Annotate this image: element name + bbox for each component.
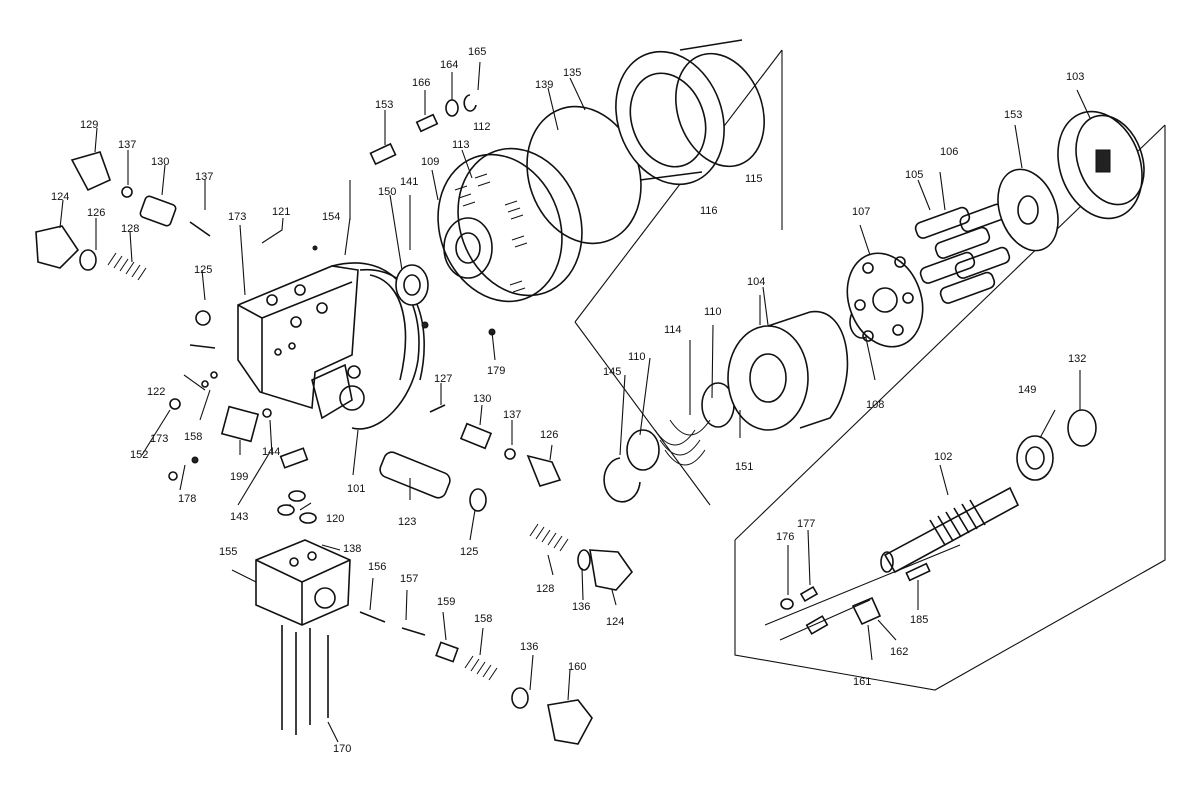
label-137b: 137 (195, 171, 213, 183)
label-124b: 124 (606, 616, 624, 628)
label-105: 105 (905, 169, 923, 181)
label-103: 103 (1066, 71, 1084, 83)
label-128b: 128 (536, 583, 554, 595)
label-144: 144 (262, 446, 280, 458)
label-150: 150 (378, 186, 396, 198)
label-165: 165 (468, 46, 486, 58)
small-fittings-top (312, 94, 477, 251)
label-151: 151 (735, 461, 753, 473)
label-107: 107 (852, 206, 870, 218)
label-123: 123 (398, 516, 416, 528)
flange-disk (437, 147, 583, 303)
label-126b: 126 (540, 429, 558, 441)
label-154: 154 (322, 211, 340, 223)
label-161: 161 (853, 676, 871, 688)
label-101: 101 (347, 483, 365, 495)
label-157: 157 (400, 573, 418, 585)
label-179: 179 (487, 365, 505, 377)
label-110b: 110 (704, 306, 722, 318)
left-valve-parts (35, 151, 309, 481)
label-132: 132 (1068, 353, 1086, 365)
label-106: 106 (940, 146, 958, 158)
label-102: 102 (934, 451, 952, 463)
label-127: 127 (434, 373, 452, 385)
label-112: 112 (473, 121, 491, 133)
label-166: 166 (412, 77, 430, 89)
brake-housing (615, 39, 765, 186)
label-129: 129 (80, 119, 98, 131)
label-104: 104 (747, 276, 765, 288)
bearing-150 (395, 264, 429, 306)
label-125b: 125 (460, 546, 478, 558)
label-162: 162 (890, 646, 908, 658)
label-109: 109 (421, 156, 439, 168)
label-173a: 173 (228, 211, 246, 223)
label-120: 120 (326, 513, 344, 525)
label-124a: 124 (51, 191, 69, 203)
label-173b: 173 (150, 433, 168, 445)
label-130a: 130 (151, 156, 169, 168)
label-159: 159 (437, 596, 455, 608)
label-126a: 126 (87, 207, 105, 219)
label-149: 149 (1018, 384, 1036, 396)
label-145: 145 (603, 366, 621, 378)
part-labels: 101 102 103 104 105 106 107 108 109 110 … (51, 46, 1086, 755)
valve-plate-group (846, 252, 924, 348)
label-114: 114 (664, 324, 682, 336)
label-153b: 153 (1004, 109, 1022, 121)
label-137a: 137 (118, 139, 136, 151)
label-108: 108 (866, 399, 884, 411)
label-199: 199 (230, 471, 248, 483)
label-141: 141 (400, 176, 418, 188)
label-135: 135 (563, 67, 581, 79)
label-176: 176 (776, 531, 794, 543)
label-138: 138 (343, 543, 361, 555)
right-valve-parts (429, 328, 562, 487)
label-115: 115 (745, 173, 763, 185)
shaft-group (764, 409, 1097, 641)
label-178: 178 (178, 493, 196, 505)
label-116: 116 (700, 205, 718, 217)
end-cover (1057, 110, 1145, 220)
label-158b: 158 (474, 613, 492, 625)
label-139: 139 (535, 79, 553, 91)
label-125a: 125 (194, 264, 212, 276)
label-185: 185 (910, 614, 928, 626)
label-170: 170 (333, 743, 351, 755)
label-177: 177 (797, 518, 815, 530)
label-156: 156 (368, 561, 386, 573)
label-143: 143 (230, 511, 248, 523)
label-137c: 137 (503, 409, 521, 421)
valve-body-assembly (237, 262, 429, 430)
label-122: 122 (147, 386, 165, 398)
label-158a: 158 (184, 431, 202, 443)
shoe-plate (997, 168, 1059, 252)
label-155: 155 (219, 546, 237, 558)
label-121: 121 (272, 206, 290, 218)
label-110a: 110 (628, 351, 646, 363)
leader-lines (59, 61, 1091, 743)
label-113: 113 (452, 139, 470, 151)
label-136b: 136 (520, 641, 538, 653)
lower-valve-block (255, 490, 593, 745)
label-136a: 136 (572, 601, 590, 613)
label-152: 152 (130, 449, 148, 461)
piston-group (914, 203, 1011, 304)
label-164: 164 (440, 59, 458, 71)
label-153a: 153 (375, 99, 393, 111)
label-128a: 128 (121, 223, 139, 235)
label-130b: 130 (473, 393, 491, 405)
label-160: 160 (568, 661, 586, 673)
